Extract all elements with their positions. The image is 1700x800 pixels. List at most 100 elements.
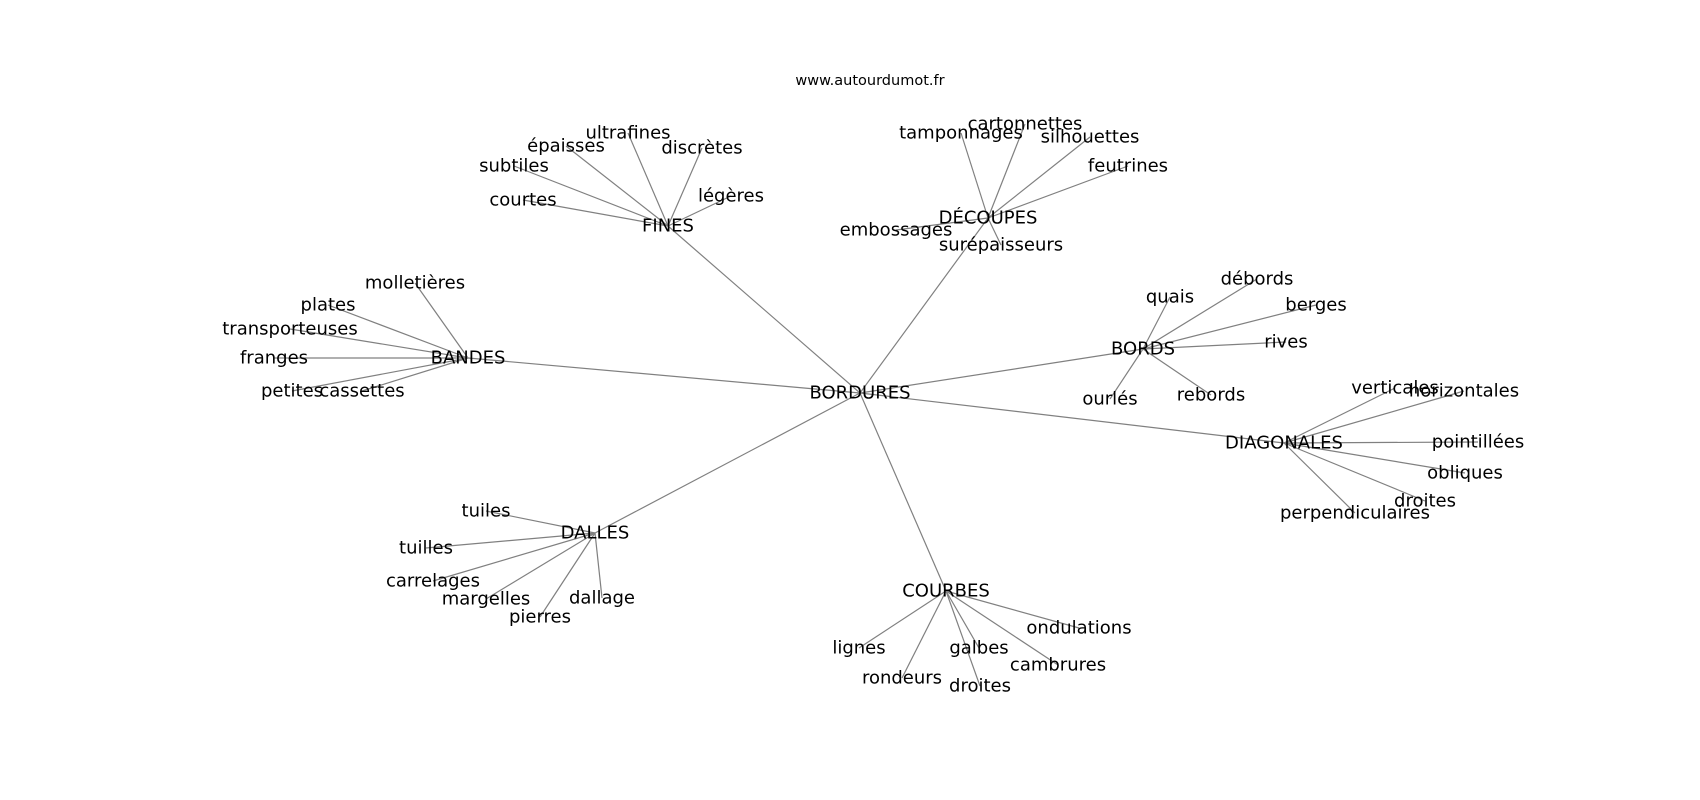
leaf-node: dallage	[569, 588, 635, 609]
leaf-node: droites	[1394, 491, 1456, 512]
leaf-node: tuiles	[462, 501, 511, 522]
leaf-node: molletières	[365, 273, 465, 294]
leaf-node: légères	[698, 186, 764, 207]
leaf-node: tamponnages	[899, 123, 1023, 144]
edge-2-5	[361, 357, 469, 392]
edge-6-0	[945, 590, 1080, 629]
leaf-node: petites	[261, 381, 323, 402]
edge-0-2	[667, 147, 703, 227]
edge-3-3	[1142, 341, 1287, 350]
leaf-node: horizontales	[1409, 381, 1519, 402]
edge-root-2	[467, 357, 861, 394]
leaf-node: quais	[1146, 287, 1194, 308]
leaf-node: franges	[240, 348, 308, 369]
edges-layer	[274, 123, 1479, 687]
root-node: BORDURES	[809, 383, 910, 404]
leaf-node: rondeurs	[862, 668, 942, 689]
edge-3-2	[1142, 304, 1317, 350]
edge-1-3	[987, 165, 1129, 219]
leaf-node: discrètes	[661, 138, 742, 159]
edge-0-3	[513, 165, 669, 227]
edge-5-4	[594, 532, 603, 599]
edge-3-5	[1142, 348, 1212, 396]
edge-5-0	[485, 510, 596, 534]
leaf-node: pointillées	[1432, 432, 1524, 453]
group-node: FINES	[642, 216, 694, 237]
group-node: BORDS	[1111, 339, 1175, 360]
group-node: BANDES	[431, 348, 506, 369]
edge-4-1	[1283, 390, 1465, 444]
group-node: DIAGONALES	[1225, 433, 1343, 454]
leaf-node: silhouettes	[1041, 127, 1140, 148]
edge-3-0	[1142, 278, 1258, 350]
leaf-node: obliques	[1427, 463, 1503, 484]
edge-5-1	[425, 532, 596, 549]
leaf-node: rives	[1264, 332, 1308, 353]
leaf-node: pierres	[509, 607, 571, 628]
edge-root-3	[859, 348, 1144, 394]
edge-3-1	[1142, 296, 1171, 350]
leaf-node: galbes	[949, 638, 1008, 659]
group-node: DALLES	[561, 523, 630, 544]
edge-6-4	[901, 590, 947, 679]
edge-1-2	[987, 136, 1091, 219]
leaf-node: lignes	[832, 638, 885, 659]
edge-2-4	[291, 357, 469, 392]
edge-6-1	[858, 590, 947, 649]
edge-1-5	[987, 217, 1002, 246]
leaf-node: débords	[1221, 269, 1294, 290]
edge-4-3	[1283, 442, 1466, 474]
leaf-node: cartonnettes	[968, 114, 1083, 135]
edge-root-1	[859, 217, 989, 394]
edge-1-4	[895, 217, 989, 231]
edge-6-2	[945, 590, 980, 649]
edge-root-6	[859, 392, 947, 592]
leaf-node: ondulations	[1026, 618, 1131, 639]
edge-1-0	[987, 123, 1026, 219]
leaf-node: ourlés	[1082, 389, 1137, 410]
leaf-node: carrelages	[386, 571, 480, 592]
edge-root-0	[667, 225, 861, 394]
edge-root-5	[594, 392, 861, 534]
leaf-node: embossages	[840, 220, 953, 241]
leaf-node: tuilles	[399, 538, 453, 559]
source-watermark: www.autourdumot.fr	[795, 73, 945, 89]
edge-0-0	[627, 132, 669, 227]
edge-4-0	[1283, 387, 1396, 444]
edge-6-3	[945, 590, 1059, 666]
leaf-node: plates	[301, 295, 356, 316]
leaf-node: feutrines	[1088, 156, 1168, 177]
edge-2-2	[289, 328, 469, 359]
leaf-node: surépaisseurs	[939, 235, 1063, 256]
edge-root-4	[859, 392, 1285, 444]
leaf-node: épaisses	[527, 136, 605, 157]
edge-6-5	[945, 590, 981, 687]
leaf-node: droites	[949, 676, 1011, 697]
leaf-node: perpendiculaires	[1280, 503, 1430, 524]
edge-4-4	[1283, 442, 1426, 502]
edge-5-5	[539, 532, 596, 618]
leaf-node: transporteuses	[222, 319, 357, 340]
leaf-node: subtiles	[479, 156, 549, 177]
edge-5-3	[485, 532, 596, 600]
leaf-node: ultrafines	[585, 123, 670, 144]
leaf-node: rebords	[1177, 385, 1245, 406]
group-node: COURBES	[902, 581, 990, 602]
edge-4-2	[1283, 441, 1479, 444]
edge-0-5	[522, 199, 669, 227]
leaf-node: verticales	[1351, 378, 1439, 399]
group-node: DÉCOUPES	[939, 207, 1038, 229]
edge-5-2	[432, 532, 596, 582]
leaf-node: cassettes	[319, 381, 404, 402]
leaf-node: berges	[1285, 295, 1346, 316]
edge-1-1	[960, 132, 989, 219]
leaf-node: margelles	[442, 589, 531, 610]
edge-2-0	[414, 282, 469, 359]
edge-4-5	[1283, 442, 1356, 514]
edge-2-1	[327, 304, 469, 359]
leaf-node: cambrures	[1010, 655, 1106, 676]
edge-3-4	[1109, 348, 1144, 400]
edge-0-4	[667, 195, 732, 227]
